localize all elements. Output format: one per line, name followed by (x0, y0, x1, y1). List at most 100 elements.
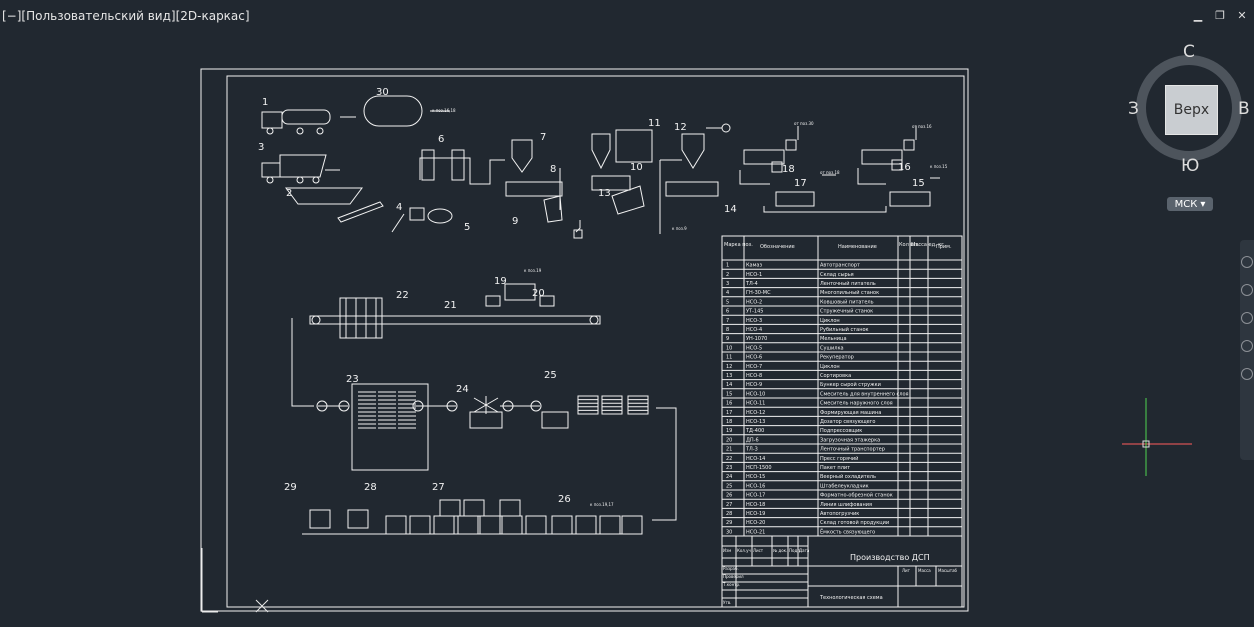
note-1: к поз.16,18 (432, 108, 456, 113)
spec-cell: НСП-1500 (746, 465, 772, 471)
pan-icon[interactable] (1241, 284, 1253, 296)
position-label: 29 (284, 482, 297, 493)
stamp-cell: Масштаб (938, 568, 958, 573)
stamp-cell: Кол.уч (737, 548, 751, 553)
spec-cell: Циклон (820, 318, 840, 324)
spec-header-note: Прим. (936, 244, 952, 250)
showmotion-icon[interactable] (1241, 368, 1253, 380)
spec-cell: Мельница (820, 336, 847, 342)
spec-cell: Дозатор связующего (820, 419, 875, 425)
spec-cell: 30 (726, 529, 732, 535)
spec-cell: ТЛ-3 (745, 447, 758, 453)
spec-cell: 19 (726, 428, 732, 434)
spec-cell: 29 (726, 520, 732, 526)
position-label: 21 (444, 300, 457, 311)
spec-cell: НСО-3 (746, 318, 762, 324)
spec-cell: НСО-17 (746, 493, 765, 499)
position-label: 7 (540, 132, 546, 143)
viewport-window-controls: ▁ ❐ ✕ (1192, 10, 1248, 22)
ucs-label: МСК (1174, 198, 1198, 210)
position-label: 27 (432, 482, 445, 493)
spec-cell: Автотранспорт (820, 263, 860, 269)
spec-cell: Ковшовый питатель (820, 298, 874, 305)
close-icon[interactable]: ✕ (1237, 9, 1247, 22)
position-label: 15 (912, 178, 925, 189)
spec-cell: НСО-15 (746, 474, 765, 480)
spec-cell: ТД-400 (745, 428, 764, 434)
spec-cell: Веерный охладитель (820, 473, 876, 480)
orbit-icon[interactable] (1241, 340, 1253, 352)
steering-wheel-icon[interactable] (1241, 256, 1253, 268)
spec-cell: 2 (726, 272, 729, 278)
spec-cell: 15 (726, 391, 732, 397)
viewcube-east[interactable]: В (1238, 99, 1250, 119)
spec-cell: Сушилка (820, 345, 844, 351)
spec-cell: НСО-2 (746, 299, 762, 305)
position-label: 19 (494, 276, 507, 287)
viewcube-top-face[interactable]: Верх (1165, 85, 1218, 135)
spec-cell: Автопогрузчик (820, 511, 859, 517)
stamp-cell: Утв. (723, 600, 731, 605)
position-label: 5 (464, 222, 470, 233)
spec-cell: Ёмкость связующего (820, 528, 875, 535)
spec-cell: 25 (726, 483, 732, 489)
stamp-cell: Изм (723, 548, 731, 553)
spec-cell: 11 (726, 355, 732, 361)
spec-cell: 12 (726, 364, 732, 370)
stamp-cell: Проверил (723, 574, 744, 579)
position-label: 11 (648, 118, 661, 129)
restore-icon[interactable]: ❐ (1215, 9, 1225, 22)
spec-cell: 20 (726, 437, 732, 443)
spec-cell: Загрузочная этажерка (820, 437, 880, 443)
position-label: 2 (286, 188, 292, 199)
spec-cell: НСО-5 (746, 345, 762, 351)
specification-table (721, 235, 963, 537)
spec-cell: Рубильный станок (820, 326, 869, 333)
spec-cell: Склад сырья (820, 272, 854, 278)
ucs-menu-button[interactable]: МСК ▾ (1167, 197, 1213, 211)
viewcube-west[interactable]: З (1128, 99, 1139, 119)
note-2: от поз.30 (794, 121, 814, 126)
position-label: 6 (438, 134, 444, 145)
spec-header-designation: Обозначение (760, 244, 795, 250)
spec-cell: НСО-9 (746, 382, 762, 388)
spec-cell: НСО-20 (746, 520, 765, 526)
viewcube-ring[interactable] (1133, 52, 1245, 164)
zoom-icon[interactable] (1241, 312, 1253, 324)
spec-cell: НСО-8 (746, 373, 762, 379)
stamp-cell: Разраб. (723, 566, 739, 571)
stamp-cell: Подп. (789, 548, 801, 553)
title-sub: Технологическая схема (819, 595, 883, 601)
viewcube-south[interactable]: Ю (1181, 156, 1200, 176)
spec-cell: НСО-21 (746, 529, 765, 535)
spec-cell: Склад готовой продукции (820, 519, 889, 526)
spec-cell: УТ-145 (746, 309, 763, 315)
spec-cell: Рекуператор (820, 355, 854, 361)
position-label: 4 (396, 202, 402, 213)
position-label: 26 (558, 494, 571, 505)
spec-cell: Форматно-обрезной станок (820, 492, 893, 499)
position-label: 23 (346, 374, 359, 385)
viewport-label[interactable]: [−][Пользовательский вид][2D-каркас] (2, 9, 250, 23)
spec-cell: Подпрессовщик (820, 428, 862, 434)
note-4: к поз.19 (524, 268, 542, 273)
stamp-cell: № док. (773, 548, 787, 553)
title-main: Производство ДСП (850, 553, 930, 562)
spec-cell: 6 (726, 309, 729, 315)
spec-cell: Формирующая машина (820, 410, 881, 416)
spec-cell: Камаз (746, 263, 762, 269)
spec-cell: Многопильный станок (820, 289, 879, 296)
crosshair-cursor (1122, 398, 1192, 476)
spec-cell: Пакет плит (820, 465, 850, 471)
viewcube-north[interactable]: С (1183, 42, 1195, 62)
spec-cell: 8 (726, 327, 729, 333)
minimize-icon[interactable]: ▁ (1193, 9, 1203, 22)
title-block (721, 535, 963, 608)
spec-cell: 9 (726, 336, 729, 342)
position-label: 24 (456, 384, 469, 395)
spec-cell: 10 (726, 345, 732, 351)
navigation-bar (1240, 240, 1254, 460)
sheet-outer-frame (200, 68, 969, 612)
spec-cell: Пресс горячий (820, 455, 858, 462)
